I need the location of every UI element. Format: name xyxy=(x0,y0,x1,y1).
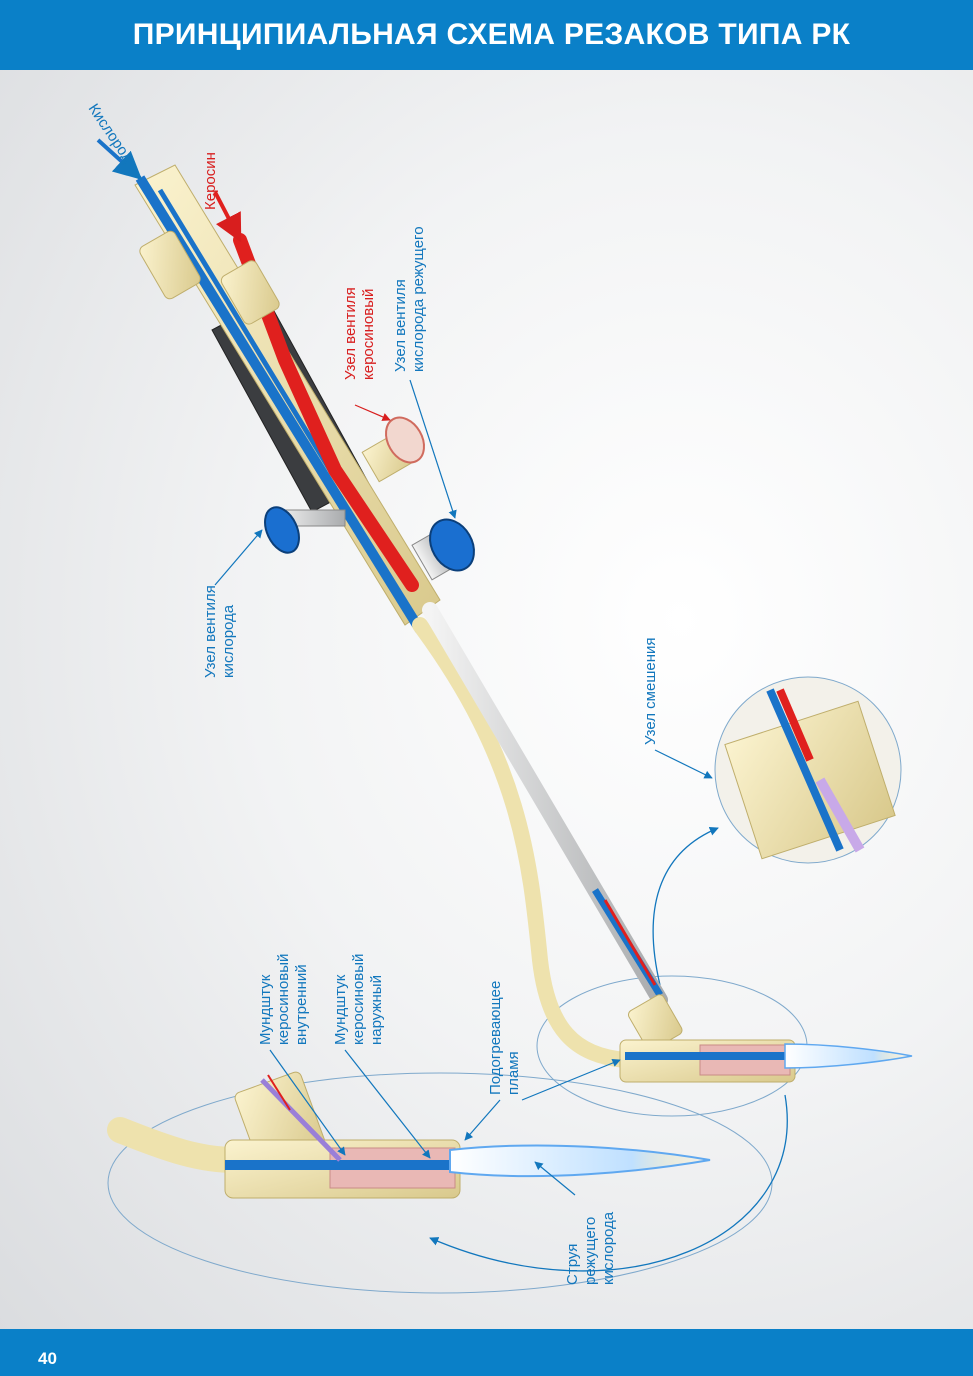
label-inner-nozzle: Мундштук керосиновый внутренний xyxy=(257,949,310,1045)
label-kerosene-in: Керосин xyxy=(202,152,219,210)
leader-preheat-2 xyxy=(521,1058,621,1101)
label-kerosene-valve: Узел вентиля керосиновый xyxy=(342,283,377,380)
page-footer xyxy=(0,1329,973,1376)
leader-cutting-jet xyxy=(534,1161,576,1196)
leader-inner-nozzle xyxy=(269,1049,346,1156)
kerosene-inner xyxy=(603,899,657,986)
label-preheat-flame: Подогревающее пламя xyxy=(487,977,522,1095)
torch-diagram: Кислород Керосин Узел вентиля керосиновы… xyxy=(85,101,913,1294)
label-mixing-unit: Узел смешения xyxy=(642,638,659,745)
leader-outer-nozzle xyxy=(344,1049,431,1159)
leader-kerosene-valve xyxy=(354,404,391,421)
preheat-tube xyxy=(412,617,633,1068)
leader-preheat-1 xyxy=(464,1099,501,1141)
oxygen-channel-2 xyxy=(157,188,333,472)
kerosene-inlet-fitting xyxy=(220,260,280,325)
mixing-unit-detail xyxy=(724,688,896,860)
label-cutting-jet: Струя режущего кислорода xyxy=(564,1211,617,1285)
kerosene-inlet-arrow xyxy=(213,191,242,243)
enlarged-flame xyxy=(449,1144,711,1178)
oxygen-valve-knob xyxy=(264,506,346,554)
leader-mixing xyxy=(654,749,713,779)
page-number: 40 xyxy=(38,1349,57,1368)
cutting-oxygen-valve-knob xyxy=(411,518,475,581)
head-flame xyxy=(784,1043,913,1069)
page-header: ПРИНЦИПИАЛЬНАЯ СХЕМА РЕЗАКОВ ТИПА РК xyxy=(0,0,973,70)
arrow-head-to-mixing xyxy=(652,826,719,986)
lower-detail-ellipse xyxy=(107,1072,773,1294)
enlarged-nozzle xyxy=(107,1071,461,1199)
arrow-head-to-lower xyxy=(429,1094,788,1272)
kerosene-valve-knob xyxy=(361,416,425,483)
leader-cutting-oxygen-valve xyxy=(409,379,457,519)
label-outer-nozzle: Мундштук керосиновый наружный xyxy=(332,949,385,1045)
label-oxygen-valve: Узел вентиля кислорода xyxy=(202,581,237,678)
oxygen-inlet-fitting xyxy=(139,230,201,300)
label-oxygen-in: Кислород xyxy=(85,101,137,166)
page-title: ПРИНЦИПИАЛЬНАЯ СХЕМА РЕЗАКОВ ТИПА РК xyxy=(132,18,851,51)
label-cutting-oxygen-valve: Узел вентиля кислорода режущего xyxy=(392,226,427,372)
torch-head xyxy=(619,994,796,1083)
oxygen-inlet-arrow xyxy=(96,138,143,180)
leader-oxygen-valve xyxy=(214,529,263,586)
